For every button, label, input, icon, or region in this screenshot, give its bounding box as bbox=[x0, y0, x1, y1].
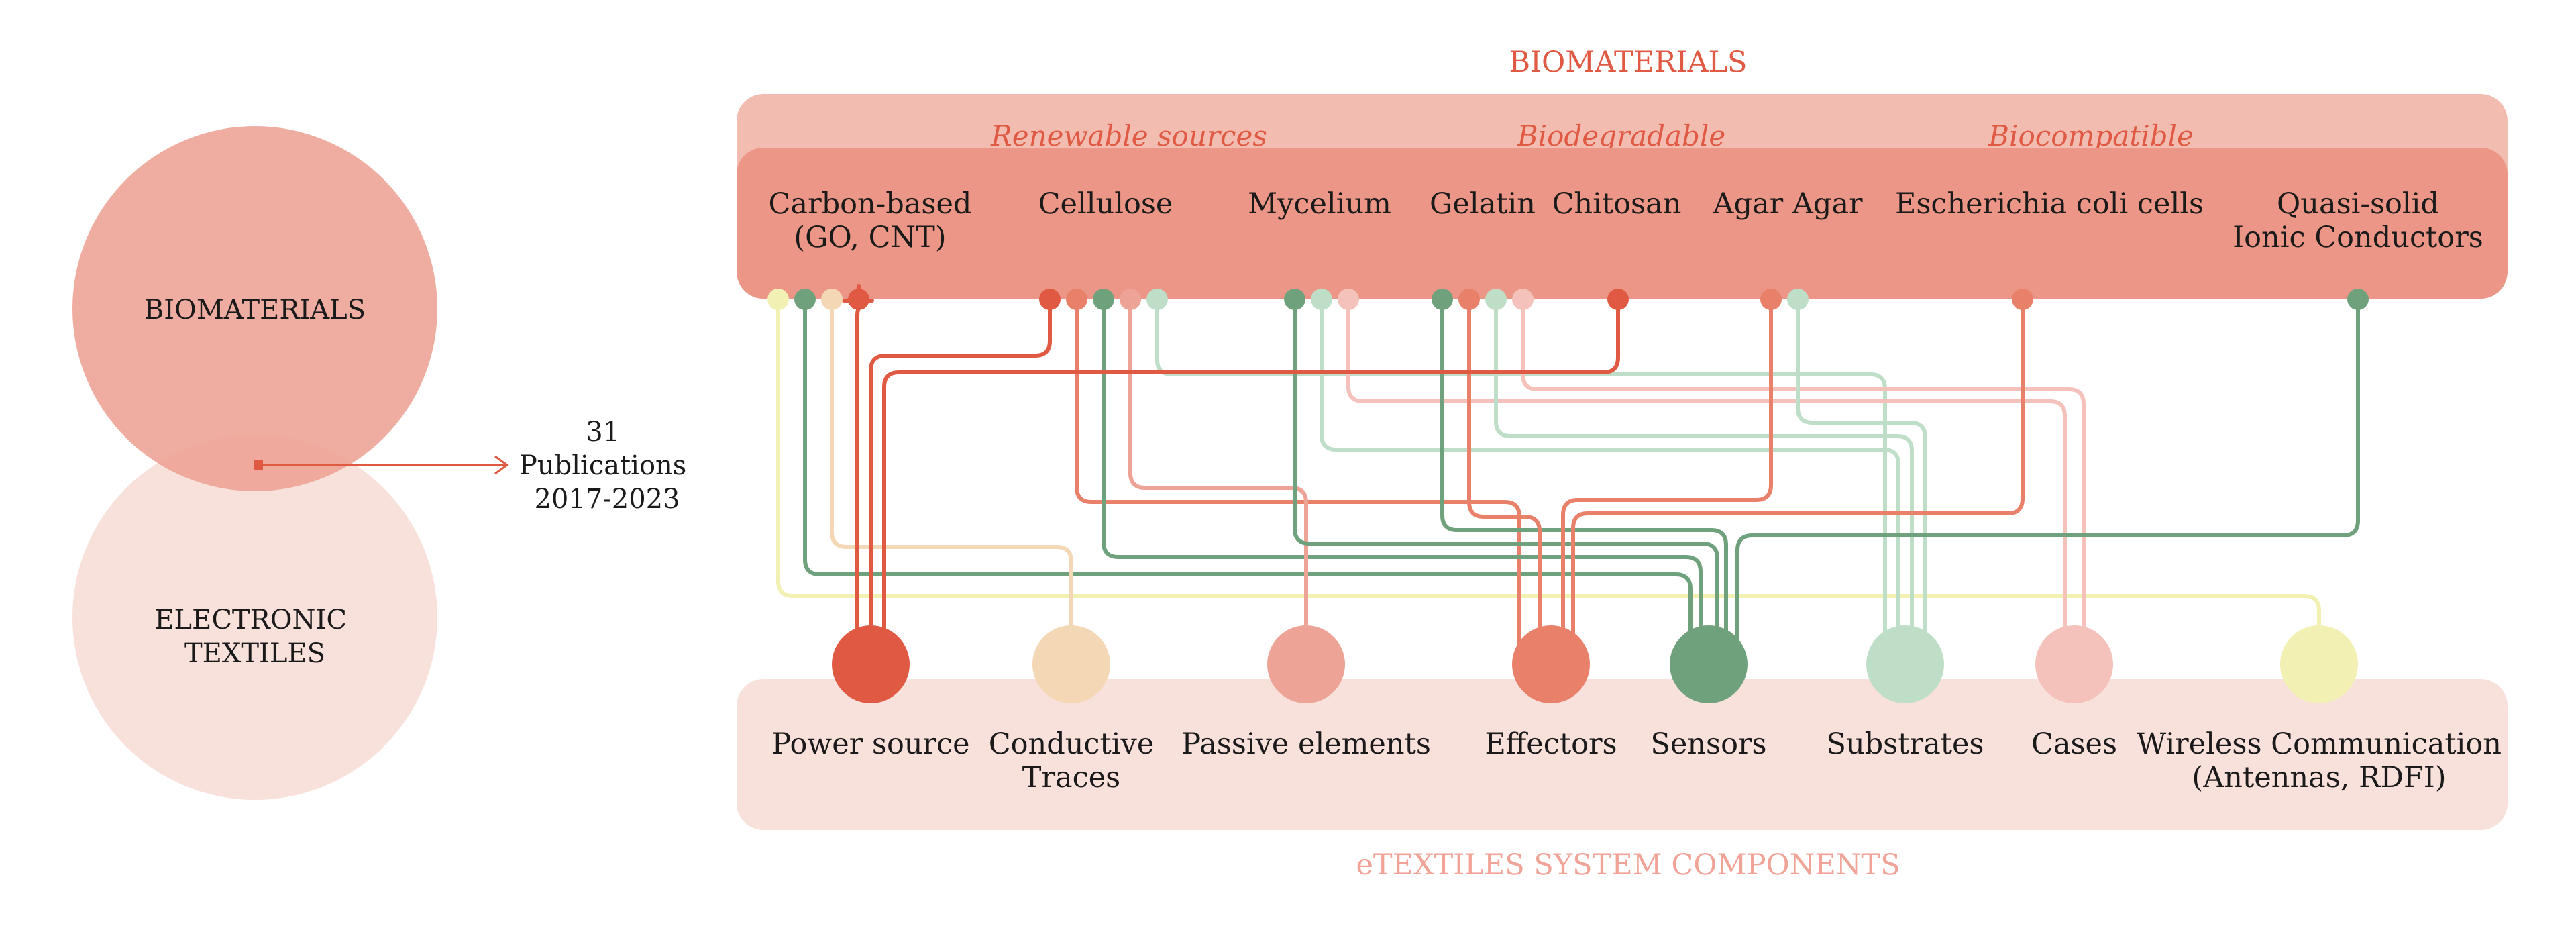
dot-agar-substrates bbox=[1787, 289, 1809, 310]
dot-carbon-traces bbox=[821, 289, 843, 310]
dot-gelatin-sensors bbox=[1432, 289, 1453, 310]
wire-ecoli-to-effectors bbox=[1571, 297, 2025, 660]
dot-chitosan-power bbox=[1607, 289, 1629, 310]
venn-electronic-textiles-label: ELECTRONIC TEXTILES bbox=[154, 605, 355, 669]
wire-ionic-to-sensors bbox=[1735, 297, 2360, 660]
component-node-wireless bbox=[2280, 625, 2358, 703]
wire-gelatin-to-substrates bbox=[1494, 297, 1914, 660]
property-biodegradable: Biodegradable bbox=[1517, 119, 1725, 152]
property-renewable-sources: Renewable sources bbox=[990, 119, 1267, 152]
dot-cellulose-passive bbox=[1120, 289, 1141, 310]
connection-wires bbox=[776, 284, 2360, 660]
component-nodes bbox=[832, 625, 2358, 703]
dot-carbon-power bbox=[848, 289, 869, 310]
material-label-mycelium: Mycelium bbox=[1248, 187, 1391, 221]
wire-cellulose-to-sensors bbox=[1102, 297, 1703, 660]
publications-arrow-head bbox=[494, 455, 509, 475]
component-label-effectors: Effectors bbox=[1485, 727, 1617, 761]
materials-band bbox=[737, 148, 2508, 299]
wire-cellulose-to-effectors bbox=[1075, 297, 1521, 660]
dot-ionic-sensors bbox=[2347, 289, 2369, 310]
venn-biomaterials-label: BIOMATERIALS bbox=[144, 295, 366, 325]
biomaterials-circle bbox=[72, 126, 437, 491]
wire-mycelium-to-cases bbox=[1346, 297, 2067, 660]
wire-chitosan-to-power bbox=[882, 297, 1620, 660]
dot-mycelium-cases bbox=[1338, 289, 1359, 310]
material-connection-dots bbox=[767, 289, 2369, 310]
venn-diagram: BIOMATERIALS ELECTRONIC TEXTILES 31 Publ… bbox=[72, 126, 695, 800]
component-node-cases bbox=[2035, 625, 2113, 703]
component-node-substrates bbox=[1866, 625, 1944, 703]
material-label-ecoli: Escherichia coli cells bbox=[1895, 187, 2204, 221]
dot-carbon-sensors bbox=[794, 289, 816, 310]
component-node-effectors bbox=[1512, 625, 1590, 703]
dot-carbon-wireless bbox=[767, 289, 789, 310]
component-label-cases: Cases bbox=[2031, 727, 2117, 761]
components-band bbox=[737, 679, 2508, 830]
dot-ecoli-effectors bbox=[2012, 289, 2033, 310]
dot-cellulose-substrates bbox=[1146, 289, 1168, 310]
property-labels: Renewable sources Biodegradable Biocompa… bbox=[990, 119, 2194, 152]
material-label-gelatin: Gelatin bbox=[1430, 187, 1536, 221]
biomaterials-heading: BIOMATERIALS bbox=[1509, 46, 1747, 79]
component-label-passive: Passive elements bbox=[1181, 727, 1431, 761]
wire-carbon-to-power bbox=[842, 284, 874, 660]
dot-cellulose-power bbox=[1039, 289, 1061, 310]
dot-cellulose-sensors bbox=[1093, 289, 1114, 310]
wire-mycelium-to-sensors bbox=[1293, 297, 1719, 660]
property-biocompatible: Biocompatible bbox=[1988, 119, 2194, 152]
component-node-traces bbox=[1032, 625, 1110, 703]
component-label-wireless: Wireless Communication(Antennas, RDFI) bbox=[2137, 727, 2502, 794]
material-label-agar: Agar Agar bbox=[1712, 187, 1863, 221]
material-label-cellulose: Cellulose bbox=[1038, 187, 1173, 221]
dot-mycelium-substrates bbox=[1311, 289, 1332, 310]
publications-label: 31 Publications 2017-2023 bbox=[519, 417, 695, 515]
wire-agar-to-substrates bbox=[1796, 297, 1927, 660]
component-node-power bbox=[832, 625, 910, 703]
material-label-carbon: Carbon-based(GO, CNT) bbox=[769, 187, 972, 254]
wire-agar-to-effectors bbox=[1561, 297, 1773, 660]
dot-gelatin-effectors bbox=[1458, 289, 1480, 310]
component-label-power: Power source bbox=[771, 727, 969, 761]
wire-carbon-to-traces bbox=[830, 297, 1073, 660]
components-heading: eTEXTILES SYSTEM COMPONENTS bbox=[1356, 848, 1900, 882]
wire-cellulose-to-passive bbox=[1128, 297, 1308, 660]
material-labels: Carbon-based(GO, CNT) Cellulose Mycelium Ge… bbox=[769, 187, 2483, 254]
wire-gelatin-to-effectors bbox=[1467, 297, 1542, 660]
dot-agar-effectors bbox=[1760, 289, 1782, 310]
intersection-marker bbox=[254, 460, 263, 470]
component-label-sensors: Sensors bbox=[1650, 727, 1766, 761]
dot-mycelium-sensors bbox=[1284, 289, 1305, 310]
dot-cellulose-effectors bbox=[1066, 289, 1087, 310]
wire-cellulose-to-power bbox=[869, 297, 1052, 660]
wire-carbon-to-sensors bbox=[803, 297, 1693, 660]
component-label-substrates: Substrates bbox=[1826, 727, 1984, 761]
wire-gelatin-to-sensors bbox=[1440, 297, 1728, 660]
electronic-textiles-circle bbox=[72, 435, 437, 800]
material-label-chitosan: Chitosan bbox=[1552, 187, 1682, 221]
dot-gelatin-substrates bbox=[1485, 289, 1507, 310]
dot-gelatin-cases bbox=[1512, 289, 1534, 310]
component-node-sensors bbox=[1670, 625, 1748, 703]
component-node-passive bbox=[1267, 625, 1345, 703]
wire-carbon-to-wireless bbox=[776, 297, 2321, 660]
wire-mycelium-to-substrates bbox=[1320, 297, 1900, 660]
wire-gelatin-to-cases bbox=[1521, 297, 2086, 660]
